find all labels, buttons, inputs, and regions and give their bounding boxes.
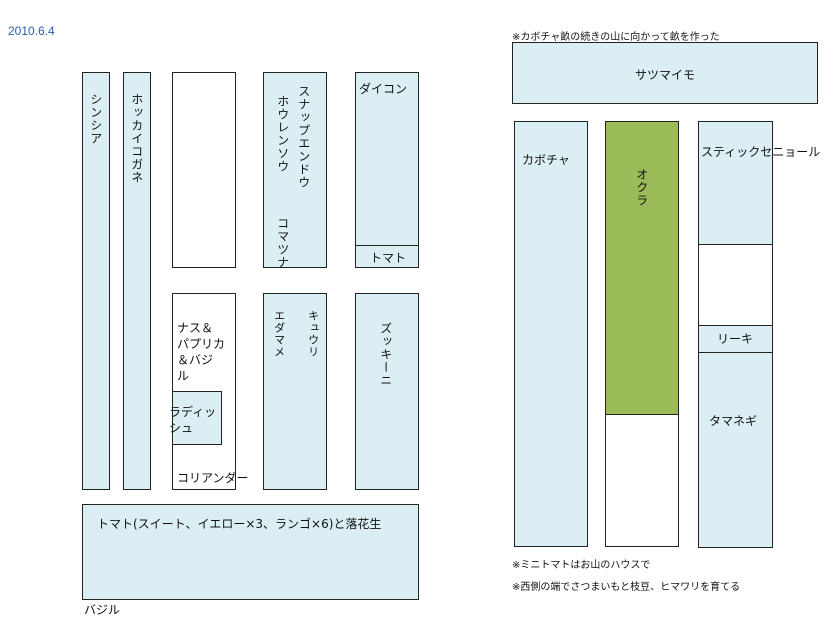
bed-label-zucchini: ズッキーニ (378, 322, 393, 387)
bed-label-nasu-4: ル (177, 369, 190, 383)
bed-right-column: スティックセニョール リーキ タマネギ (698, 121, 820, 548)
bed-label-tomato-peanut: トマト(スイート、イエロー×3、ランゴ×6)と落花生 (97, 517, 382, 531)
bed-riki: リーキ (698, 325, 773, 353)
bed-nasu: ナス＆ パプリカ ＆バジ ル ラディッ シュ コリアンダー (169, 293, 249, 490)
bed-okura-column: オクラ (605, 121, 679, 547)
bed-zucchini: ズッキーニ (355, 293, 419, 490)
note-west: ※西側の端でさつまいもと枝豆、ヒマワリを育てる (512, 582, 741, 593)
bed-radish: ラディッ シュ (169, 391, 222, 445)
bed-hokkaikogane: ホッカイコガネ (123, 72, 151, 490)
bed-label-coriander: コリアンダー (177, 471, 249, 485)
bed-label-nasu-1: ナス＆ (177, 321, 214, 335)
bed-label-okura: オクラ (634, 168, 649, 207)
label-basil: バジル (84, 603, 121, 617)
bed-okura: オクラ (605, 121, 679, 415)
bed-label-nasu-3: ＆バジ (177, 353, 214, 367)
note-mini-tomato: ※ミニトマトはお山のハウスで (512, 560, 651, 571)
bed-label-shinshia: シンシア (88, 93, 103, 145)
bed-daikon: ダイコン トマト (355, 72, 419, 268)
bed-label-horenso: ホウレンソウ (275, 95, 290, 173)
bed-label-tomato-small: トマト (370, 251, 407, 265)
bed-tomato-peanut: トマト(スイート、イエロー×3、ランゴ×6)と落花生 (82, 504, 419, 600)
bed-label-hokkaikogane: ホッカイコガネ (129, 93, 144, 184)
note-top: ※カボチャ畝の続きの山に向かって畝を作った (512, 32, 720, 43)
bed-shinshia: シンシア (82, 72, 110, 490)
bed-label-radish-2: シュ (169, 421, 194, 435)
tomato-sub-bed: トマト (355, 245, 419, 268)
bed-label-daikon: ダイコン (359, 82, 408, 96)
bed-label-komatsuna: コマツナ (275, 217, 290, 269)
bed-label-kabocha: カボチャ (522, 153, 570, 167)
bed-label-radish-1: ラディッ (169, 405, 217, 419)
bed-label-satsumaimo: サツマイモ (635, 68, 696, 82)
bed-label-stick-senior: スティックセニョール (701, 145, 821, 159)
bed-label-kyuri: キュウリ (306, 310, 320, 358)
bed-label-riki: リーキ (717, 332, 754, 346)
bed-label-nasu-2: パプリカ (177, 337, 226, 351)
bed-edamame-kyuri: エダマメ キュウリ (263, 293, 327, 490)
bed-satsumaimo: サツマイモ (512, 42, 818, 104)
bed-label-snap-pea: スナップエンドウ (296, 85, 311, 189)
bed-stick-senior: スティックセニョール (698, 121, 820, 245)
date-label: 2010.6.4 (8, 24, 55, 38)
bed-snap-pea-horenso: スナップエンドウ ホウレンソウ コマツナ (263, 72, 327, 269)
bed-label-edamame: エダマメ (272, 310, 286, 358)
bed-empty-top (172, 72, 236, 268)
bed-label-tamanegi: タマネギ (709, 414, 758, 428)
bed-tamanegi: タマネギ (698, 352, 773, 548)
bed-kabocha: カボチャ (514, 121, 588, 547)
